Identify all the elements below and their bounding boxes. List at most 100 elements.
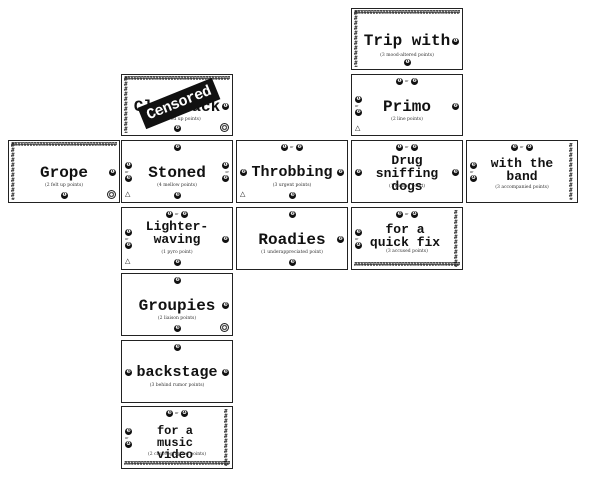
number-pip-right: ❷: [452, 103, 459, 110]
vinyl-record-icon: [220, 123, 229, 132]
hash-border-right: ########################################…: [454, 210, 458, 267]
number-pip-top-2: ❹: [526, 144, 533, 151]
number-pip-right: ❸: [452, 169, 459, 176]
hash-border-right: ########################################…: [569, 143, 573, 200]
card-subtitle: (3 ed up points): [153, 117, 201, 122]
card-subtitle: (2 choreographed points): [148, 452, 206, 457]
card-drug-sniffing-dogs[interactable]: ❶ or ❷ ❷ Drug sniffing dogs (1 canine po…: [351, 140, 463, 203]
card-subtitle: (3 mood-altered points): [380, 53, 434, 58]
card-roadies[interactable]: ❷ Roadies (1 underappreciated point) ❷ ❸: [236, 207, 348, 270]
or-label: or: [175, 411, 179, 415]
number-pip-left-1: ❸: [470, 162, 477, 169]
hash-border-top: ##################################: [124, 76, 230, 82]
hash-border-top: ##################################: [354, 10, 460, 16]
or-label: or: [520, 145, 524, 149]
number-pip-left-2: ❸: [125, 175, 132, 182]
or-label: or: [405, 79, 409, 83]
number-pip-top-2: ❷: [181, 211, 188, 218]
number-pip-left: ❷: [355, 169, 362, 176]
number-pip-left-1: ❶: [355, 96, 362, 103]
card-groupies[interactable]: ❷ Groupies (2 liaison points) ❸ ❸: [121, 273, 233, 336]
card-throbbing[interactable]: ❶ or ❷ ❷ △ Throbbing (3 urgent points) ❷…: [236, 140, 348, 203]
card-with-the-band[interactable]: ❸ or ❹ ❸ or ❹ with the band (3 accompani…: [466, 140, 578, 203]
card-for-a-quick-fix[interactable]: ❸ or ❹ ❸ or ❹ for a quick fix (3 accused…: [351, 207, 463, 270]
number-pip-right-1: ❶: [222, 162, 229, 169]
card-title: Grope: [39, 164, 88, 182]
hash-border-right: ########################################…: [224, 409, 228, 466]
card-grope[interactable]: ########################################…: [8, 140, 120, 203]
number-pip-bottom: ❸: [289, 259, 296, 266]
or-label: or: [405, 212, 409, 216]
vinyl-record-icon: [220, 323, 229, 332]
number-pip-right: ❶: [222, 103, 229, 110]
number-pip-top-1: ❶: [166, 211, 173, 218]
hash-border-top: ##################################: [11, 142, 117, 148]
hash-border-left: ########################################…: [124, 77, 128, 133]
card-lighter-waving[interactable]: ❶ or ❷ ❶ or ❷ △ Lighter-waving (1 pyro p…: [121, 207, 233, 270]
card-subtitle: (2 liaison points): [157, 316, 197, 321]
or-label: or: [225, 170, 229, 174]
number-pip-top-2: ❷: [411, 144, 418, 151]
card-subtitle: (3 behind rumor points): [149, 383, 205, 388]
card-primo[interactable]: ❶ or ❷ ❶ or ❷ △ Primo (2 line points) ❷: [351, 74, 463, 136]
number-pip-left-2: ❹: [125, 441, 132, 448]
triangle-a-icon: △: [355, 124, 361, 132]
card-subtitle: (1 pyro point): [161, 250, 193, 255]
number-pip-left: ❷: [240, 169, 247, 176]
card-subtitle: (1 underappreciated point): [261, 250, 323, 255]
number-pip-bottom: ❸: [289, 192, 296, 199]
number-pip-top: ❷: [174, 277, 181, 284]
card-subtitle: (3 accompanied points): [495, 185, 549, 190]
card-title: Stoned: [148, 164, 206, 182]
card-title: Throbbing: [251, 164, 333, 181]
card-title: Trip with: [363, 32, 451, 50]
or-label: or: [125, 170, 129, 174]
number-pip-right: ❸: [222, 369, 229, 376]
number-pip-left-2: ❷: [355, 109, 362, 116]
number-pip-top-1: ❶: [281, 144, 288, 151]
card-title: Primo: [382, 98, 431, 116]
vinyl-record-icon: [107, 190, 116, 199]
or-label: or: [355, 237, 359, 241]
card-title: for a music video: [156, 424, 193, 462]
or-label: or: [470, 170, 474, 174]
card-title: backstage: [136, 364, 218, 381]
number-pip-top-1: ❶: [396, 78, 403, 85]
number-pip-left-2: ❷: [125, 242, 132, 249]
card-subtitle: (4 mellow points): [157, 183, 197, 188]
card-subtitle: (2 line points): [391, 117, 423, 122]
card-subtitle: (2 felt up points): [44, 183, 84, 188]
hash-border-bottom: ##################################: [354, 262, 460, 268]
card-for-a-music-video[interactable]: ❸ or ❹ ❸ or ❹ for a music video (2 chore…: [121, 406, 233, 469]
number-pip-bottom: ❶: [61, 192, 68, 199]
number-pip-right-2: ❷: [222, 175, 229, 182]
or-label: or: [405, 145, 409, 149]
card-title: for a quick fix: [369, 222, 441, 250]
card-title: Roadies: [258, 231, 326, 249]
hash-border-left: ########################################…: [354, 11, 358, 67]
or-label: or: [290, 145, 294, 149]
number-pip-top-2: ❷: [296, 144, 303, 151]
number-pip-top-1: ❶: [396, 144, 403, 151]
card-subtitle: (3 urgent points): [272, 183, 312, 188]
number-pip-left: ❸: [125, 369, 132, 376]
hash-border-left: ########################################…: [11, 143, 15, 200]
number-pip-right: ❶: [452, 38, 459, 45]
number-pip-right: ❸: [222, 302, 229, 309]
number-pip-top-1: ❸: [396, 211, 403, 218]
number-pip-bottom: ❶: [404, 59, 411, 66]
number-pip-left-1: ❶: [125, 162, 132, 169]
card-backstage[interactable]: ❸ ❸ backstage (3 behind rumor points) ❸: [121, 340, 233, 403]
number-pip-bottom: ❸: [174, 325, 181, 332]
card-title: Groupies: [138, 297, 216, 315]
number-pip-top-2: ❹: [411, 211, 418, 218]
card-subtitle: (1 canine point): [388, 184, 426, 189]
card-censored[interactable]: ########################################…: [121, 74, 233, 136]
number-pip-right: ❶: [109, 169, 116, 176]
card-stoned[interactable]: ❷ ❶ or ❸ △ Stoned (4 mellow points) ❶ or…: [121, 140, 233, 203]
number-pip-top-2: ❷: [411, 78, 418, 85]
card-trip-with[interactable]: ########################################…: [351, 8, 463, 70]
number-pip-left-2: ❹: [355, 242, 362, 249]
number-pip-top-2: ❹: [181, 410, 188, 417]
number-pip-bottom: ❷: [174, 259, 181, 266]
